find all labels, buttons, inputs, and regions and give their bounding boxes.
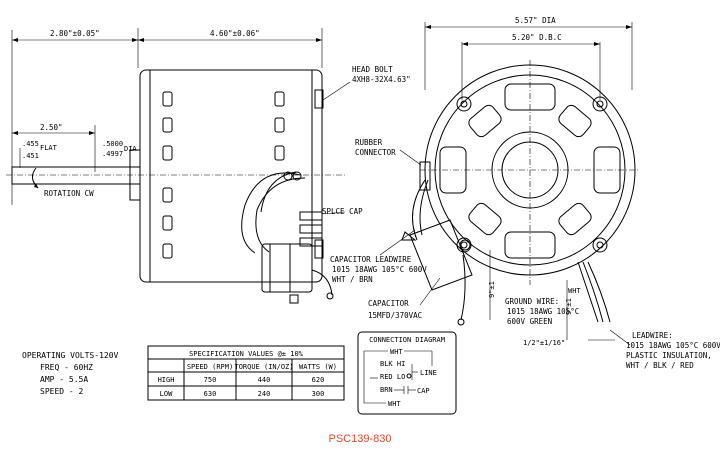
end-vents [439, 83, 621, 259]
flat-depth-a: .455 [22, 140, 39, 148]
rubber-connector-label-2: CONNECTOR [355, 148, 396, 157]
conn-brn: BRN [380, 386, 393, 394]
capacitor-label: CAPACITOR [368, 299, 409, 308]
lead-length-dim-2: 9"±1 [565, 298, 573, 315]
side-view: 2.80"±0.05" 4.60"±0.06" 2.50" .455 .451 … [6, 28, 411, 304]
spec-row-name: HIGH [158, 376, 175, 384]
conn-wht: WHT [390, 348, 403, 356]
operating-data: OPERATING VOLTS-120V FREQ - 60HZ AMP - 5… [22, 351, 119, 396]
rotation-label: ROTATION CW [44, 189, 94, 198]
spec-header-watts: WATTS (W) [299, 363, 337, 371]
capacitor-side [261, 243, 313, 293]
flat-label: FLAT [40, 144, 58, 152]
flat-length-dim: 2.50" [40, 123, 63, 132]
spec-cell: 750 [204, 376, 217, 384]
spec-cell: 240 [258, 390, 271, 398]
spec-table: SPECIFICATION VALUES @± 10% SPEED (RPM) … [147, 345, 345, 401]
leadwire-label: LEADWIRE: [632, 331, 673, 340]
ground-wire-color: 600V GREEN [507, 317, 552, 326]
ground-wire-spec: 1015 18AWG 105°C [507, 307, 579, 316]
cap-leadwire-label: CAPACITOR LEADWIRE [330, 255, 412, 264]
motor-body [139, 69, 323, 283]
shaft-dia-a: .5000 [102, 140, 123, 148]
connection-title: CONNECTION DIAGRAM [369, 336, 445, 344]
operating-freq: FREQ - 60HZ [40, 363, 93, 372]
conn-blk: BLK HI [380, 360, 405, 368]
cap-leadwire-colors: WHT / BRN [332, 275, 373, 284]
spec-cell: 630 [204, 390, 217, 398]
head-bolt-label: HEAD BOLT [352, 65, 393, 74]
shaft-dia-b: .4997 [102, 150, 123, 158]
capacitor-end [409, 219, 473, 291]
spec-cell: 620 [312, 376, 325, 384]
conn-line: LINE [420, 369, 437, 377]
bolt-circle-dim: 5.20" D.B.C [512, 33, 562, 42]
lead-length-dim-1: 9"±1 [488, 281, 496, 298]
operating-volts: OPERATING VOLTS-120V [22, 351, 119, 360]
capacitor-spec: 15MFD/370VAC [368, 311, 422, 320]
splice-cap-label: SPLCE CAP [322, 207, 363, 216]
spec-row-name: LOW [160, 390, 173, 398]
leadwire-spec: 1015 18AWG 105°C 600V [626, 341, 720, 350]
ground-wire-label: GROUND WIRE: [505, 297, 559, 306]
shaft [11, 166, 141, 185]
conn-red: RED LO [380, 373, 405, 381]
leadwire-colors: WHT / BLK / RED [626, 361, 694, 370]
wire-harness [241, 172, 301, 254]
spec-header-speed: SPEED (RPM) [187, 363, 233, 371]
model-number: PSC139-830 [329, 433, 392, 445]
shaft-extension-dim: 2.80"±0.05" [50, 29, 100, 38]
strip-length-dim: 1/2"±1/16" [523, 339, 565, 347]
conn-wht-2: WHT [388, 400, 401, 408]
leadwire-insulation: PLASTIC INSULATION, [626, 351, 712, 360]
spec-table-title: SPECIFICATION VALUES @± 10% [189, 350, 304, 358]
wht-tag: WHT [568, 287, 581, 295]
spec-cell: 300 [312, 390, 325, 398]
shaft-dia-label: DIA [124, 145, 137, 153]
operating-speed: SPEED - 2 [40, 387, 84, 396]
end-view: 5.57" DIA 5.20" D.B.C [330, 16, 720, 370]
connection-diagram: CONNECTION DIAGRAM WHT BLK HI RED LO LIN… [357, 331, 457, 415]
diameter-dim: 5.57" DIA [515, 16, 556, 25]
operating-amp: AMP - 5.5A [40, 375, 88, 384]
conn-cap: CAP [417, 387, 430, 395]
spec-header-torque: TORQUE (IN/OZ) [234, 363, 293, 371]
vent-slots [162, 91, 285, 259]
flat-depth-b: .451 [22, 152, 39, 160]
head-bolt-spec: 4XH8-32X4.63" [352, 75, 411, 84]
spec-cell: 440 [258, 376, 271, 384]
cap-leadwire-spec: 1015 18AWG 105°C 600V [332, 265, 427, 274]
rubber-connector-label: RUBBER [355, 138, 383, 147]
body-length-dim: 4.60"±0.06" [210, 29, 260, 38]
